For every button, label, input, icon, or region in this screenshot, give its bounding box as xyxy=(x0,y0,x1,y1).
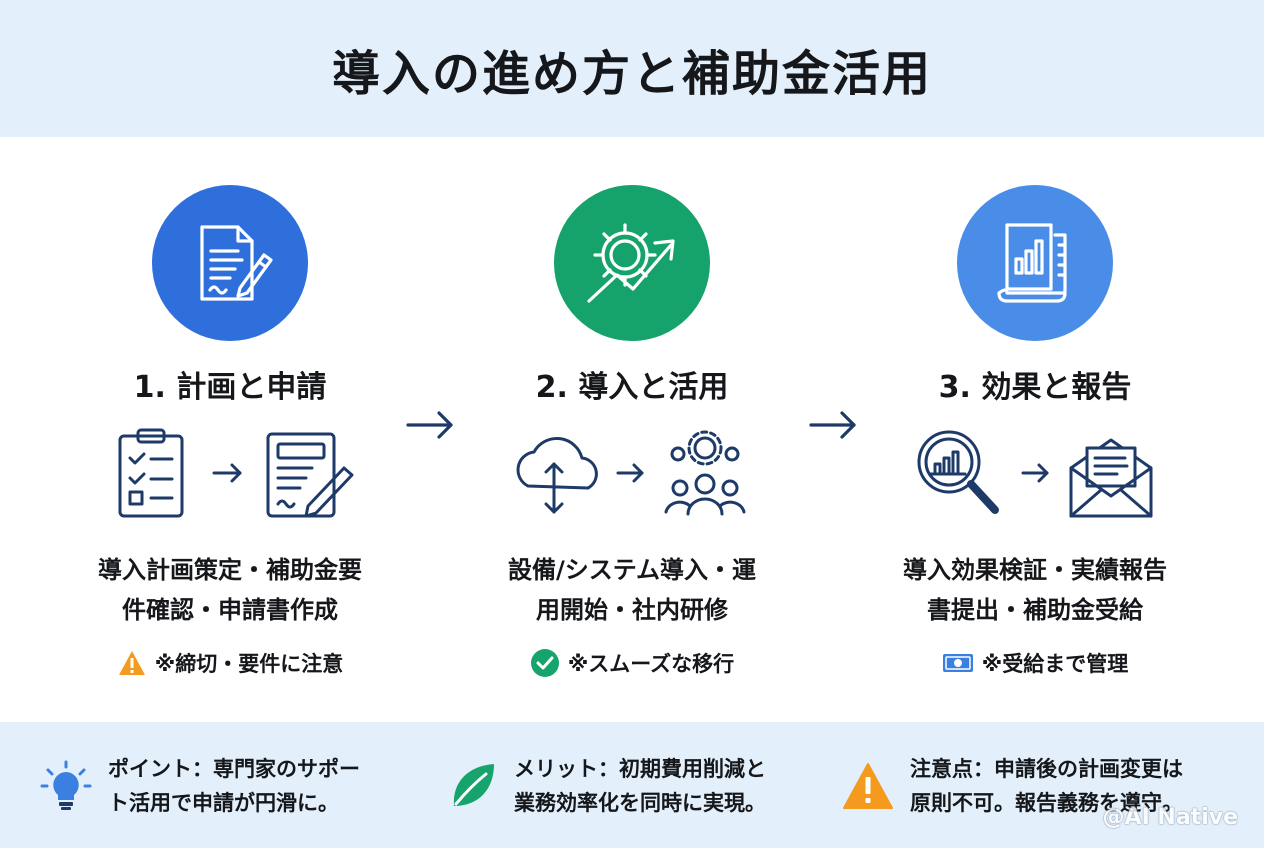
desc-line-1: 導入計画策定・補助金要 xyxy=(98,556,362,584)
desc-line-2: 書提出・補助金受給 xyxy=(927,596,1143,624)
arrow-right-icon xyxy=(809,411,856,439)
magnifier-chart-icon xyxy=(917,430,999,514)
step-description: 導入効果検証・実績報告 書提出・補助金受給 xyxy=(855,550,1215,630)
note-text: ※スムーズな移行 xyxy=(567,652,735,676)
tip-caution: 注意点：申請後の計画変更は 原則不可。報告義務を遵守。 xyxy=(842,752,1183,820)
tip-line-1: ポイント：専門家のサポー xyxy=(108,757,360,781)
watermark: @AI Native xyxy=(1102,805,1238,830)
clipboard-checklist-icon xyxy=(118,428,184,518)
lightbulb-icon xyxy=(40,760,92,812)
step-title: 2. 導入と活用 xyxy=(535,370,729,405)
check-circle-icon xyxy=(530,649,559,677)
banknote-icon xyxy=(942,654,973,672)
report-chart-icon xyxy=(957,185,1113,341)
gear-growth-arrow-icon xyxy=(554,185,710,341)
step-title: 1. 計画と申請 xyxy=(133,370,327,405)
arrow-right-icon xyxy=(1021,463,1049,483)
team-gears-icon xyxy=(664,430,746,516)
cloud-sync-icon xyxy=(516,436,598,514)
tip-line-1: メリット：初期費用削減と xyxy=(514,757,766,781)
tip-point: ポイント：専門家のサポー ト活用で申請が円滑に。 xyxy=(40,752,360,820)
note-text: ※締切・要件に注意 xyxy=(154,652,344,676)
tip-text: メリット：初期費用削減と 業務効率化を同時に実現。 xyxy=(514,752,766,820)
note-text: ※受給まで管理 xyxy=(981,652,1129,676)
step-note: ※受給まで管理 xyxy=(855,648,1215,678)
tip-line-2: ト活用で申請が円滑に。 xyxy=(108,791,339,815)
step-sub-icons xyxy=(452,428,812,520)
tip-text: ポイント：専門家のサポー ト活用で申請が円滑に。 xyxy=(108,752,360,820)
step-note: ※スムーズな移行 xyxy=(452,648,812,678)
step-description: 設備/システム導入・運 用開始・社内研修 xyxy=(452,550,812,630)
tip-line-2: 業務効率化を同時に実現。 xyxy=(514,791,766,815)
step-sub-icons xyxy=(50,428,410,520)
leaf-icon xyxy=(446,760,498,812)
arrow-right-icon xyxy=(406,411,453,439)
arrow-right-icon xyxy=(212,463,242,483)
step-note: ※締切・要件に注意 xyxy=(50,648,410,678)
warning-icon xyxy=(118,651,145,675)
envelope-letter-icon xyxy=(1069,438,1153,518)
tip-line-2: 原則不可。報告義務を遵守。 xyxy=(910,791,1183,815)
tip-text: 注意点：申請後の計画変更は 原則不可。報告義務を遵守。 xyxy=(910,752,1183,820)
step-3: 3. 効果と報告 xyxy=(855,185,1215,676)
desc-line-2: 用開始・社内研修 xyxy=(536,596,728,624)
header-banner: 導入の進め方と補助金活用 xyxy=(0,0,1264,137)
step-sub-icons xyxy=(855,428,1215,520)
tips-footer: ポイント：専門家のサポー ト活用で申請が円滑に。 メリット：初期費用削減と 業務… xyxy=(0,722,1264,848)
warning-icon xyxy=(842,760,894,812)
form-pen-icon xyxy=(266,432,354,518)
step-description: 導入計画策定・補助金要 件確認・申請書作成 xyxy=(50,550,410,630)
desc-line-2: 件確認・申請書作成 xyxy=(122,596,338,624)
document-pen-icon xyxy=(152,185,308,341)
step-title: 3. 効果と報告 xyxy=(938,370,1132,405)
step-2: 2. 導入と活用 xyxy=(452,185,812,677)
tip-line-1: 注意点：申請後の計画変更は xyxy=(910,757,1183,781)
desc-line-1: 導入効果検証・実績報告 xyxy=(903,556,1167,584)
tip-merit: メリット：初期費用削減と 業務効率化を同時に実現。 xyxy=(446,752,766,820)
arrow-right-icon xyxy=(616,463,644,483)
step-1: 1. 計画と申請 xyxy=(50,185,410,676)
page-title: 導入の進め方と補助金活用 xyxy=(331,45,932,102)
desc-line-1: 設備/システム導入・運 xyxy=(507,556,757,584)
